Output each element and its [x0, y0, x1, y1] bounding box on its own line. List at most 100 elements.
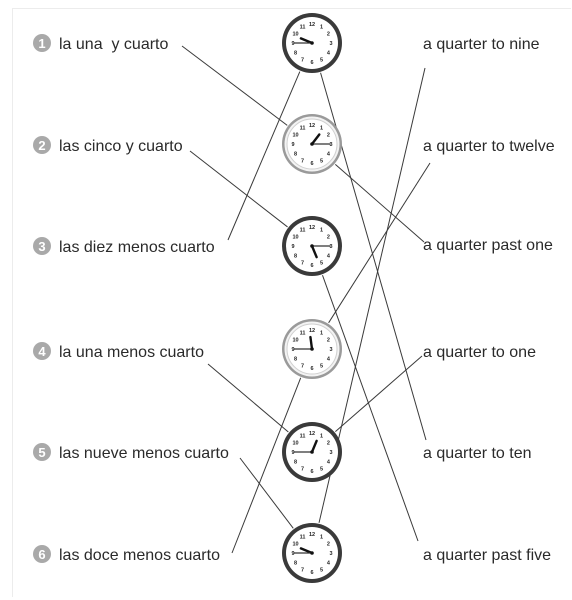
clock-numeral: 4 [327, 357, 331, 363]
spanish-item: 4 la una menos cuarto [33, 342, 204, 361]
clock-numeral: 2 [327, 235, 330, 241]
clock-numeral: 3 [329, 450, 332, 456]
clock-numeral: 1 [320, 126, 323, 132]
clock-hour-hand [310, 244, 318, 259]
spanish-phrase: las diez menos cuarto [59, 239, 215, 256]
clock-numeral: 10 [292, 338, 298, 344]
clock-numeral: 10 [292, 235, 298, 241]
clock-numeral: 9 [291, 244, 294, 250]
clock-numeral: 4 [327, 460, 331, 466]
number-badge [33, 136, 51, 154]
clock-numeral: 4 [327, 152, 331, 158]
clock-hour-hand [310, 439, 318, 454]
connector-line-english-6 [322, 275, 419, 542]
clock-numeral: 2 [327, 441, 330, 447]
clock-numeral: 7 [301, 158, 304, 164]
clock-pivot [310, 244, 314, 248]
clock-numeral: 10 [292, 32, 298, 38]
clock-numeral: 8 [294, 254, 297, 260]
spanish-item: 3 las diez menos cuarto [33, 237, 215, 256]
clock-hour-hand [299, 37, 314, 45]
clock-numeral: 7 [301, 363, 304, 369]
clock-numeral: 6 [310, 469, 313, 475]
clock-numeral: 5 [320, 158, 323, 164]
clock-numeral: 9 [291, 41, 294, 47]
connector-line-spanish-5 [239, 457, 294, 529]
clock-numeral: 1 [320, 331, 323, 337]
clock-numeral: 1 [320, 434, 323, 440]
clock-numeral: 12 [309, 532, 315, 538]
connector-line-english-3 [335, 164, 425, 243]
number-badge-label: 2 [38, 138, 45, 153]
clock-numeral: 3 [329, 41, 332, 47]
english-phrase: a quarter to twelve [423, 138, 555, 155]
number-badge [33, 342, 51, 360]
clock-hour-hand [299, 547, 314, 555]
connector-line-spanish-1 [181, 45, 288, 126]
connector-line-spanish-2 [189, 150, 288, 228]
clock-numeral: 5 [320, 466, 323, 472]
number-badge-label: 3 [38, 239, 45, 254]
clock-numeral: 10 [292, 542, 298, 548]
clock-numeral: 2 [327, 542, 330, 548]
clock-numeral: 8 [294, 357, 297, 363]
clock-numeral: 11 [300, 228, 306, 234]
clock-numeral: 9 [291, 347, 294, 353]
english-column: a quarter to nine a quarter to twelve a qu… [423, 36, 555, 564]
clock-numeral: 4 [327, 561, 331, 567]
clock-numeral: 8 [294, 51, 297, 57]
clock-numeral: 9 [291, 450, 294, 456]
spanish-phrase: la una y cuarto [59, 36, 169, 53]
clock-numeral: 12 [309, 328, 315, 334]
english-phrase: a quarter to one [423, 344, 536, 361]
english-phrase: a quarter past one [423, 237, 553, 254]
clock-pivot [310, 450, 314, 454]
clock-numeral: 6 [310, 366, 313, 372]
clock-numeral: 3 [329, 142, 332, 148]
clock-numeral: 12 [309, 225, 315, 231]
clock-numeral: 8 [294, 152, 297, 158]
english-phrase: a quarter to nine [423, 36, 540, 53]
clock-numeral: 5 [320, 260, 323, 266]
connector-line-spanish-3 [227, 71, 301, 241]
number-badge-label: 4 [38, 344, 46, 359]
clock-numeral: 1 [320, 228, 323, 234]
clock-numeral: 6 [310, 570, 313, 576]
clock-numeral: 11 [300, 331, 306, 337]
clock-numeral: 11 [300, 126, 306, 132]
number-badge [33, 34, 51, 52]
clock-numeral: 12 [309, 22, 315, 28]
clock-numeral: 12 [309, 431, 315, 437]
clock-hour-hand [309, 335, 314, 351]
clock-numeral: 3 [329, 244, 332, 250]
clock-numeral: 8 [294, 460, 297, 466]
clock-numeral: 11 [300, 434, 306, 440]
clock-numeral: 3 [329, 551, 332, 557]
clock-numeral: 1 [320, 25, 323, 31]
clock-numeral: 5 [320, 363, 323, 369]
connector-line-english-2 [328, 162, 431, 324]
clock-numeral: 12 [309, 123, 315, 129]
clock-numeral: 7 [301, 57, 304, 63]
connector-line-spanish-6 [231, 377, 302, 554]
clock-numeral: 6 [310, 60, 313, 66]
clock-numeral: 5 [320, 57, 323, 63]
connector-line-spanish-4 [207, 363, 289, 433]
clock-numeral: 8 [294, 561, 297, 567]
english-phrase: a quarter past five [423, 547, 551, 564]
number-badge [33, 545, 51, 563]
spanish-phrase: la una menos cuarto [59, 344, 204, 361]
english-phrase: a quarter to ten [423, 445, 532, 462]
clock-numeral: 1 [320, 535, 323, 541]
clock-numeral: 6 [310, 263, 313, 269]
